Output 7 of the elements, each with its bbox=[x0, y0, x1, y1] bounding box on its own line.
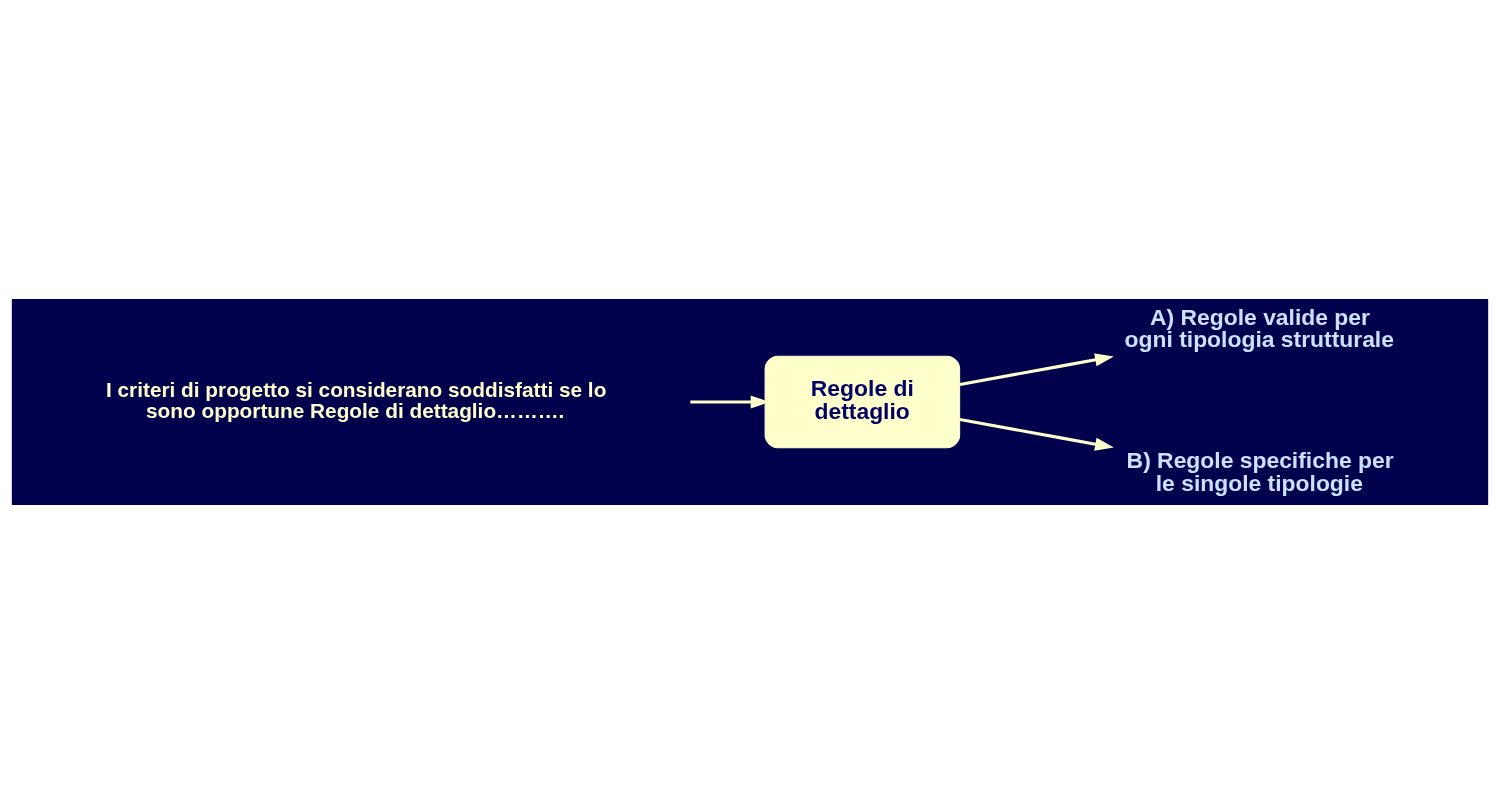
arrow bbox=[959, 352, 1114, 386]
arrow bbox=[689, 394, 769, 409]
node-text: A) Regole valide per ogni tipologia strutturale bbox=[1124, 303, 1394, 352]
node-text: I criteri di progetto si considerano soddisfatti se lo sono opportune Regole di dettaglio………. bbox=[105, 377, 606, 422]
node-box: Regole di dettaglio bbox=[764, 355, 960, 448]
node-text: B) Regole specifiche per le singole tipologie bbox=[1126, 446, 1394, 496]
arrow bbox=[959, 417, 1114, 451]
